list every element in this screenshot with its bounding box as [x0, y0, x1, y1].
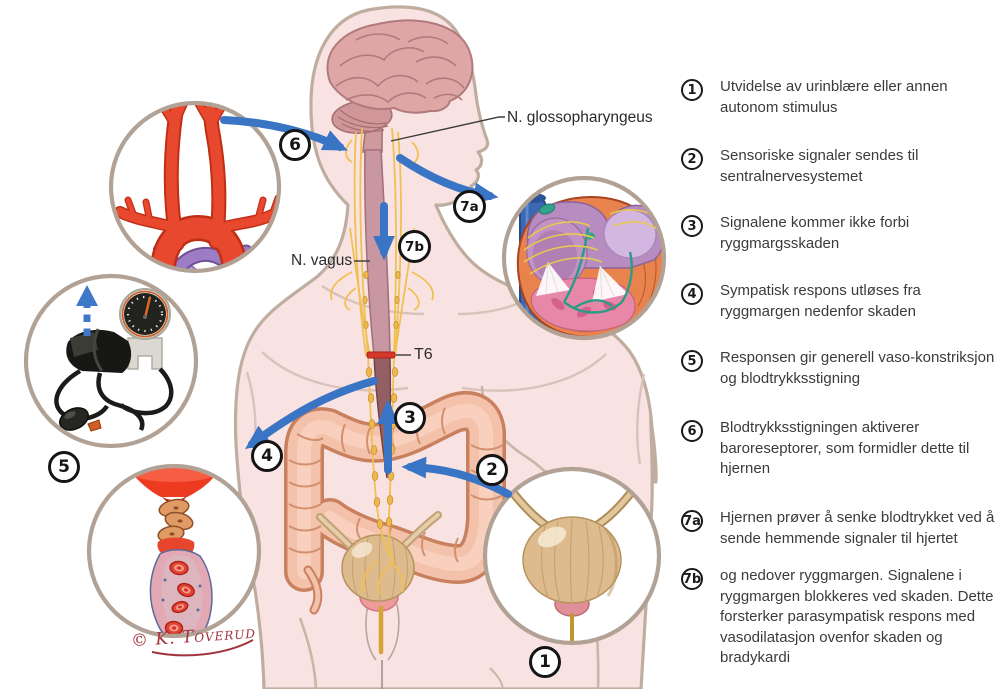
inset-baroreceptor-arteries — [108, 100, 282, 274]
label-n-glossopharyngeus: N. glossopharyngeus — [507, 109, 653, 126]
legend-text-7b: og nedover ryggmargen. Signalene i ryggm… — [720, 567, 994, 666]
signature-flourish — [151, 639, 254, 657]
marker-1: 1 — [529, 646, 561, 678]
brain-gyri — [335, 33, 465, 104]
arrow-2-bladder-to-cord — [401, 456, 512, 498]
marker-3: 3 — [394, 402, 426, 434]
legend-item-7a: 7a Hjernen prøver å senke blodtrykket ve… — [681, 508, 996, 549]
legend-item-6: 6 Blodtrykksstigningen aktiverer barores… — [681, 418, 996, 480]
legend-badge-7a: 7a — [681, 510, 703, 532]
bladder-in-body — [316, 511, 442, 655]
legend-item-1: 1 Utvidelse av urinblære eller annen aut… — [681, 77, 996, 118]
legend-item-4: 4 Sympatisk respons utløses fra ryggmarg… — [681, 281, 996, 322]
inset-vasoconstriction — [86, 463, 262, 639]
label-t6: T6 — [414, 346, 433, 363]
legend-badge-2: 2 — [681, 148, 703, 170]
legend-text-4: Sympatisk respons utløses fra ryggmargen… — [720, 282, 921, 320]
cuff-tubes — [54, 367, 174, 431]
legend-badge-1: 1 — [681, 79, 703, 101]
marker-4: 4 — [251, 440, 283, 472]
legend-item-2: 2 Sensoriske signaler sendes til sentral… — [681, 146, 996, 187]
legend-badge-7b: 7b — [681, 568, 703, 590]
legend-text-2: Sensoriske signaler sendes til sentralne… — [720, 147, 919, 185]
marker-7b: 7b — [398, 230, 431, 263]
legend-text-6: Blodtrykksstigningen aktiverer baroresep… — [720, 419, 970, 477]
legend-badge-4: 4 — [681, 283, 703, 305]
brain-illustration — [326, 19, 474, 153]
sa-node — [538, 203, 556, 215]
legend-badge-6: 6 — [681, 420, 703, 442]
legend-text-1: Utvidelse av urinblære eller annen auton… — [720, 78, 948, 116]
marker-2: 2 — [476, 454, 508, 486]
inset-heart — [501, 175, 667, 341]
red-blood-cells — [164, 560, 195, 636]
valve — [87, 419, 102, 432]
marker-6: 6 — [279, 129, 311, 161]
inset-distended-bladder — [482, 466, 662, 646]
legend-badge-5: 5 — [681, 350, 703, 372]
marker-5: 5 — [48, 451, 80, 483]
pressure-rise-arrow — [76, 285, 98, 336]
legend-item-5: 5 Responsen gir generell vaso-konstriksj… — [681, 348, 996, 389]
arteries-red — [115, 103, 279, 271]
glossopharyngeus-leader-line — [390, 116, 505, 142]
legend-text-5: Responsen gir generell vaso-konstriksjon… — [720, 349, 995, 387]
leader-lines — [354, 116, 505, 356]
legend-item-3: 3 Signalene kommer ikke forbi ryggmargss… — [681, 213, 996, 254]
inset-blood-pressure-cuff — [23, 273, 199, 449]
legend: 1 Utvidelse av urinblære eller annen aut… — [681, 0, 996, 689]
legend-item-7b: 7b og nedover ryggmargen. Signalene i ry… — [681, 566, 996, 669]
t6-lesion-mark — [366, 351, 396, 359]
legend-badge-3: 3 — [681, 215, 703, 237]
arrow-6-baroreceptor-to-brainstem — [220, 116, 348, 151]
marker-7a: 7a — [453, 190, 486, 223]
cerebrum — [326, 19, 474, 114]
legend-text-7a: Hjernen prøver å senke blodtrykket ved å… — [720, 509, 995, 547]
gauge-bracket — [127, 337, 163, 370]
label-n-vagus: N. vagus — [291, 252, 353, 269]
chordae-tendineae — [536, 261, 628, 302]
legend-text-3: Signalene kommer ikke forbi ryggmargsska… — [720, 214, 910, 252]
arrow-4-cord-to-vessels — [245, 377, 378, 450]
